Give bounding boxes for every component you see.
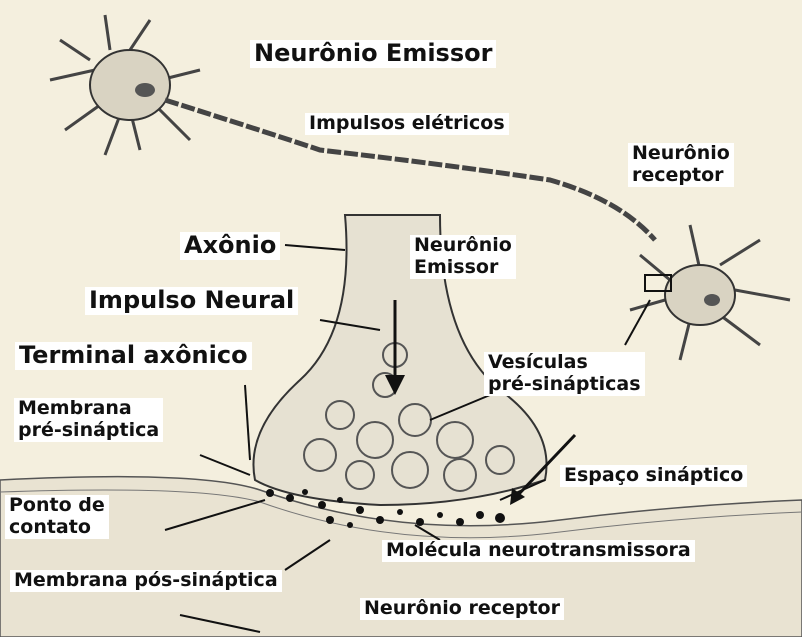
label-receiver-neuron-top: Neurônio receptor (628, 143, 734, 187)
label-neurotransmitter: Molécula neurotransmissora (382, 540, 695, 562)
label-emitter-neuron-inner: Neurônio Emissor (410, 235, 516, 279)
label-neural-impulse: Impulso Neural (85, 287, 298, 315)
label-vesicles: Vesículas pré-sinápticas (484, 352, 645, 396)
label-contact-point: Ponto de contato (5, 495, 109, 539)
label-receiver-neuron-bottom: Neurônio receptor (360, 598, 564, 620)
receiver-neuron-cell (630, 225, 790, 360)
label-axon-terminal: Terminal axônico (15, 342, 252, 370)
label-axon: Axônio (180, 232, 280, 260)
label-presynaptic-membrane: Membrana pré-sináptica (14, 398, 163, 442)
label-emitter-neuron: Neurônio Emissor (250, 40, 496, 68)
label-postsynaptic-membrane: Membrana pós-sináptica (10, 570, 282, 592)
emitter-neuron-cell (50, 15, 200, 155)
label-electrical-impulses: Impulsos elétricos (305, 113, 509, 135)
label-synaptic-space: Espaço sináptico (560, 465, 747, 487)
